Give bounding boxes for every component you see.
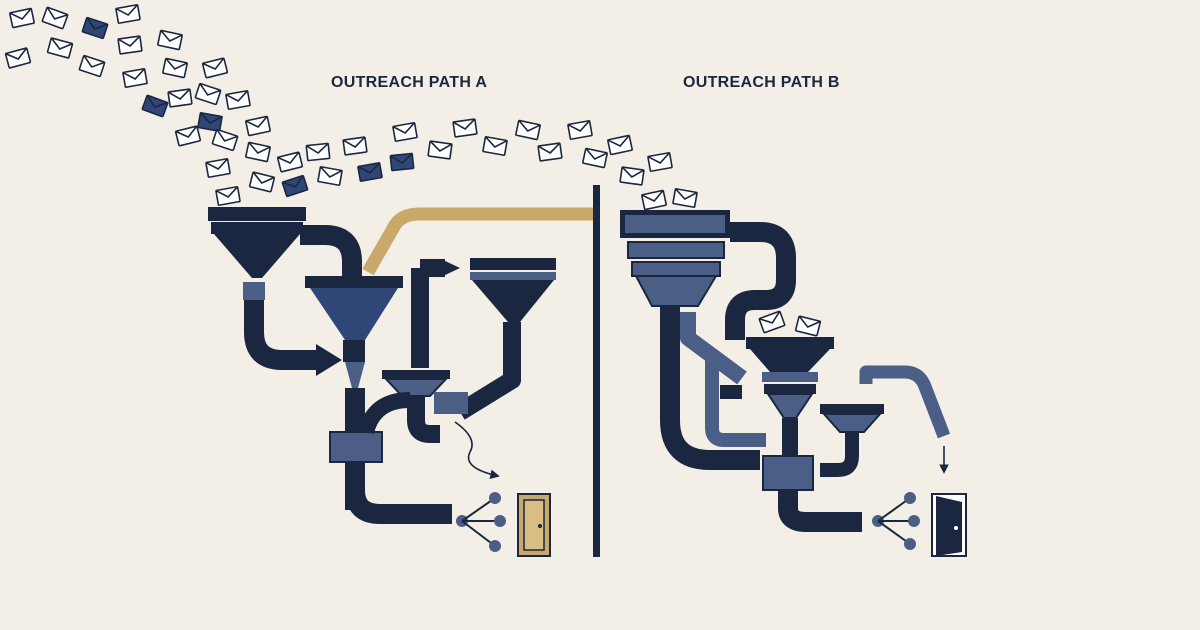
path-divider	[593, 185, 600, 557]
path-b-title: OUTREACH PATH B	[683, 74, 840, 91]
collector-box	[762, 455, 814, 491]
funnel-icon	[620, 210, 730, 307]
envelope-icon	[452, 118, 478, 138]
envelope-icon	[141, 94, 169, 118]
funnel-icon	[470, 258, 556, 322]
envelope-icon	[197, 111, 223, 133]
path-b-pipeline	[620, 210, 967, 557]
envelope-icon	[640, 189, 668, 211]
envelope-icon	[357, 161, 383, 183]
envelope-icon	[276, 151, 304, 173]
envelope-icon	[672, 187, 698, 209]
envelope-icon	[78, 54, 106, 78]
funnel-icon	[382, 370, 450, 397]
envelope-icon	[537, 142, 563, 162]
envelope-icon	[117, 35, 143, 55]
envelope-icon	[248, 171, 276, 193]
funnel-icon	[746, 337, 834, 382]
envelope-icon	[514, 119, 542, 141]
envelope-icon	[201, 57, 229, 79]
envelope-icon	[46, 37, 74, 59]
door-icon	[931, 493, 967, 557]
envelope-icon	[794, 315, 822, 337]
envelope-icon	[581, 147, 609, 169]
funnel-icon	[820, 404, 884, 433]
envelope-icon	[427, 140, 453, 160]
envelope-icon	[174, 125, 202, 147]
envelope-icon	[281, 174, 309, 198]
branch-icon	[456, 492, 506, 552]
envelope-icon	[342, 136, 368, 156]
envelope-icon	[41, 6, 69, 30]
envelope-icon	[606, 134, 634, 156]
envelope-icon	[392, 121, 418, 143]
envelope-icon	[482, 135, 508, 157]
envelope-icon	[305, 142, 331, 162]
envelope-icon	[244, 141, 272, 163]
envelope-icon	[619, 166, 645, 186]
envelope-icon	[317, 165, 343, 187]
envelope-icon	[156, 29, 184, 51]
envelope-icon	[758, 310, 786, 334]
envelope-icon	[215, 185, 241, 207]
envelope-icon	[244, 115, 272, 137]
path-a-pipeline	[208, 207, 593, 557]
envelope-icon	[122, 67, 148, 89]
envelope-icon	[225, 89, 251, 111]
funnel-icon	[208, 207, 306, 300]
envelope-icon	[81, 16, 109, 40]
funnel-icon	[764, 384, 816, 419]
envelope-icon	[389, 152, 415, 172]
envelope-icon	[211, 128, 239, 152]
envelope-icon	[161, 57, 189, 79]
collector-box	[329, 431, 383, 463]
envelope-icon	[194, 82, 222, 106]
path-a-title: OUTREACH PATH A	[331, 74, 488, 91]
funnel-icon	[305, 276, 403, 388]
envelope-icon	[567, 119, 593, 141]
envelope-icon	[115, 3, 141, 25]
envelope-icon	[8, 7, 36, 29]
envelope-icon	[167, 88, 193, 108]
envelope-icon	[4, 47, 32, 69]
door-icon	[517, 493, 551, 557]
branch-icon	[872, 492, 920, 550]
envelope-icon	[647, 151, 673, 173]
envelope-icon	[205, 157, 231, 179]
